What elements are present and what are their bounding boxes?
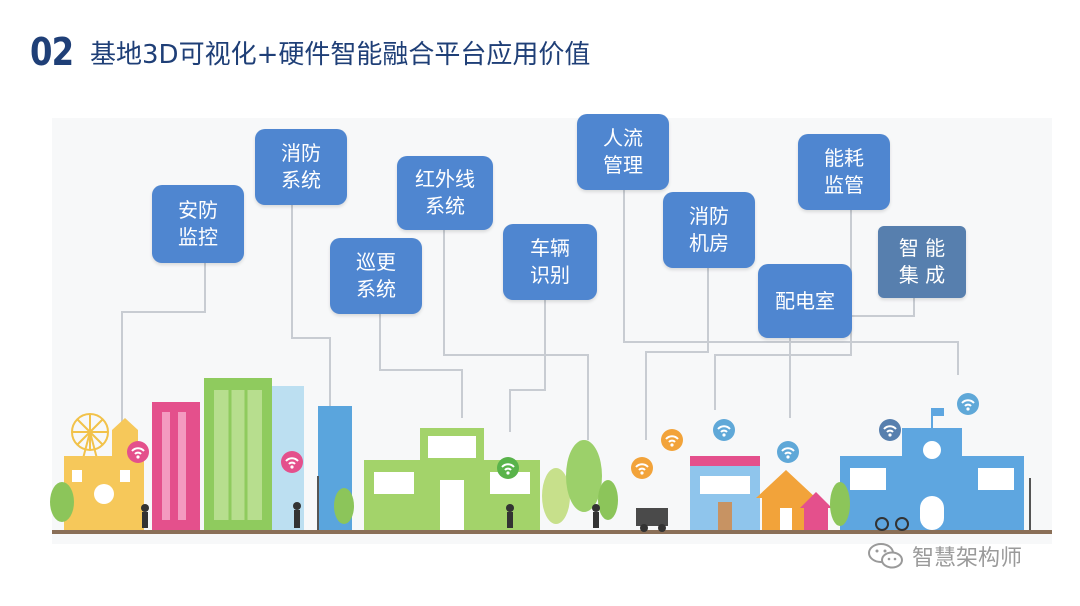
wifi-icon bbox=[777, 441, 799, 463]
tag-fire-system: 消防系统 bbox=[255, 129, 347, 205]
wechat-icon bbox=[868, 543, 903, 569]
tag-vehicle-recognition: 车辆识别 bbox=[503, 224, 597, 300]
wifi-icon bbox=[631, 457, 653, 479]
section-number: 02 bbox=[30, 30, 74, 74]
tag-energy-monitoring: 能耗监管 bbox=[798, 134, 890, 210]
tag-security: 安防监控 bbox=[152, 185, 244, 263]
wifi-icon bbox=[497, 457, 519, 479]
watermark: 智慧架构师 bbox=[866, 540, 1022, 572]
blue-school bbox=[840, 408, 1024, 530]
shop-building bbox=[690, 456, 760, 530]
tag-fire-control-room: 消防机房 bbox=[663, 192, 755, 268]
tag-people-flow: 人流管理 bbox=[577, 114, 669, 190]
tag-infrared-system: 红外线系统 bbox=[397, 156, 493, 230]
tag-patrol-system: 巡更系统 bbox=[330, 238, 422, 314]
wifi-icons bbox=[127, 393, 979, 479]
ground-line bbox=[52, 530, 1052, 534]
wifi-icon bbox=[661, 429, 683, 451]
page-title: 基地3D可视化+硬件智能融合平台应用价值 bbox=[90, 39, 591, 70]
tag-smart-integration: 智 能集 成 bbox=[878, 226, 966, 298]
pink-building bbox=[152, 402, 200, 530]
wifi-icon bbox=[879, 419, 901, 441]
watermark-text: 智慧架构师 bbox=[912, 546, 1023, 571]
pink-house bbox=[800, 492, 832, 530]
green-tower bbox=[204, 378, 272, 530]
tag-power-room: 配电室 bbox=[758, 264, 852, 338]
castle-building bbox=[64, 418, 144, 530]
delivery-truck bbox=[636, 508, 668, 532]
wifi-icon bbox=[957, 393, 979, 415]
school-building bbox=[364, 428, 540, 530]
wifi-icon bbox=[281, 451, 303, 473]
orange-house bbox=[756, 470, 816, 530]
slide-header: 02 基地3D可视化+硬件智能融合平台应用价值 bbox=[30, 30, 590, 74]
wifi-icon bbox=[127, 441, 149, 463]
wifi-icon bbox=[713, 419, 735, 441]
